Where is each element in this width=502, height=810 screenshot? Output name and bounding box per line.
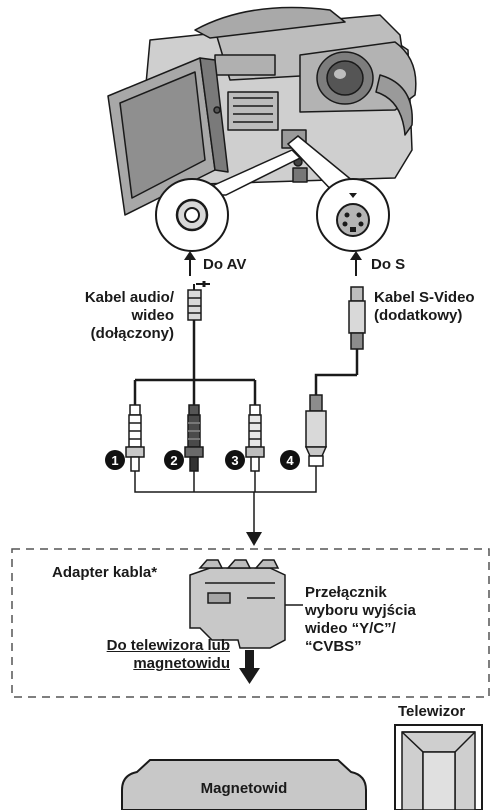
label-vcr: Magnetowid: [200, 780, 288, 797]
rca-plug-2: [184, 404, 204, 480]
cable-adapter-illustration: [189, 559, 286, 649]
rca-plug-3: [245, 404, 265, 480]
label-s-video-cable-line-2: (dodatkowy): [374, 307, 463, 324]
label-to-tv-line-2: magnetowidu: [133, 655, 230, 672]
badge-4: [280, 450, 300, 470]
badge-3-number: 3: [231, 453, 238, 468]
label-s-video-cable: Kabel S-Video (dodatkowy): [374, 289, 475, 325]
badge-3: [225, 450, 245, 470]
av-jack-detail: [155, 178, 229, 252]
label-cable-adapter: Adapter kabla*: [52, 564, 158, 581]
label-to-tv-line-1: Do telewizora lub: [106, 637, 230, 654]
label-output-switch-line-2: wyboru wyjścia: [305, 602, 416, 619]
label-to-tv-or-vcr: Do telewizora lub magnetowidu: [82, 637, 230, 673]
s-video-plug-4: [304, 394, 328, 480]
badge-2: [164, 450, 184, 470]
up-arrow-av: [184, 251, 196, 276]
label-output-switch-line-4: “CVBS”: [305, 638, 362, 655]
label-do-av: Do AV: [203, 256, 247, 273]
down-arrow-to-adapter: [246, 532, 262, 546]
label-s-video-cable-line-1: Kabel S-Video: [374, 289, 475, 306]
big-down-arrow: [239, 650, 260, 684]
cable-distribution: [133, 373, 357, 405]
adapter-dashed-box: [11, 548, 490, 698]
s-video-plug-top: [348, 286, 366, 350]
s-video-jack-detail: [316, 178, 390, 252]
label-do-s: Do S: [371, 256, 406, 273]
label-av-cable-line-2: wideo: [131, 307, 174, 324]
av-mini-plug: [187, 281, 210, 321]
output-bracket: [134, 480, 317, 533]
label-tv: Telewizor: [398, 703, 466, 720]
connector-badges: 1 2 3 4: [105, 450, 300, 470]
badge-4-number: 4: [286, 453, 294, 468]
label-output-switch-line-3: wideo “Y/C”/: [305, 620, 396, 637]
label-av-cable-line-1: Kabel audio/: [84, 289, 174, 306]
badge-1: [105, 450, 125, 470]
tv-illustration: [394, 724, 483, 810]
camcorder-illustration: [107, 6, 417, 216]
label-av-cable-line-3: (dołączony): [90, 325, 174, 342]
vcr-illustration: [121, 759, 367, 810]
label-av-cable: Kabel audio/ wideo (dołączony): [58, 289, 174, 343]
label-output-switch: Przełącznik wyboru wyjścia wideo “Y/C”/ …: [305, 584, 416, 656]
rca-plug-1: [125, 404, 145, 480]
badge-1-number: 1: [111, 453, 118, 468]
badge-2-number: 2: [170, 453, 177, 468]
label-output-switch-line-1: Przełącznik: [305, 584, 387, 601]
up-arrow-s: [350, 251, 362, 276]
